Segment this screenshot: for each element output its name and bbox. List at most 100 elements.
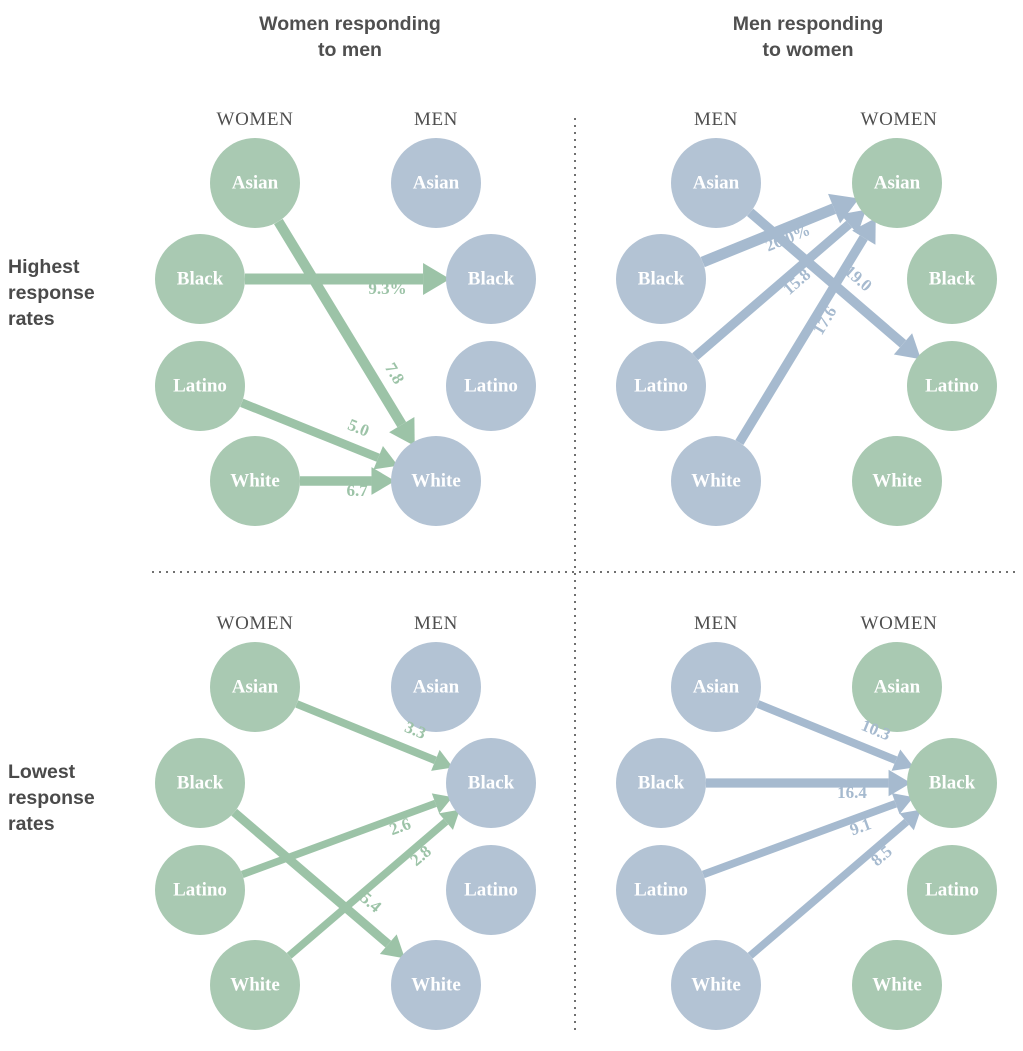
edge-shaft — [240, 799, 437, 878]
edge-shaft — [295, 700, 437, 764]
node-circle[interactable] — [907, 341, 997, 431]
node-circle[interactable] — [210, 436, 300, 526]
node-women-to-men-highest-sender-latino[interactable]: Latino — [155, 341, 245, 431]
node-label: Black — [468, 772, 515, 793]
edge-arrowhead — [888, 769, 911, 797]
node-men-to-women-lowest-sender-black[interactable]: Black — [616, 738, 706, 828]
edge-arrowhead — [840, 209, 866, 235]
node-women-to-men-lowest-sender-black[interactable]: Black — [155, 738, 245, 828]
node-men-to-women-lowest-receiver-asian[interactable]: Asian — [852, 642, 942, 732]
node-circle[interactable] — [391, 436, 481, 526]
edge-arrowhead — [431, 749, 454, 771]
row-label-highest-line2: response — [8, 282, 95, 304]
node-circle[interactable] — [391, 940, 481, 1030]
row-label-lowest-line1: Lowest — [8, 761, 76, 783]
edge-arrowhead — [893, 333, 921, 360]
node-men-to-women-lowest-sender-latino[interactable]: Latino — [616, 845, 706, 935]
node-circle[interactable] — [446, 845, 536, 935]
node-circle[interactable] — [907, 845, 997, 935]
node-circle[interactable] — [210, 138, 300, 228]
col-header-tl-right: MEN — [414, 109, 458, 130]
node-women-to-men-highest-sender-asian[interactable]: Asian — [210, 138, 300, 228]
node-circle[interactable] — [155, 341, 245, 431]
node-circle[interactable] — [852, 138, 942, 228]
node-label: White — [230, 470, 280, 491]
col-header-bl-right: MEN — [414, 613, 458, 634]
node-circle[interactable] — [210, 940, 300, 1030]
edge-value-label: 17.6 — [809, 303, 841, 338]
node-circle[interactable] — [671, 138, 761, 228]
node-circle[interactable] — [616, 341, 706, 431]
node-women-to-men-highest-receiver-latino[interactable]: Latino — [446, 341, 536, 431]
node-label: White — [872, 470, 922, 491]
node-circle[interactable] — [907, 234, 997, 324]
node-women-to-men-highest-receiver-asian[interactable]: Asian — [391, 138, 481, 228]
node-label: Latino — [173, 879, 227, 900]
node-circle[interactable] — [391, 642, 481, 732]
node-men-to-women-highest-sender-latino[interactable]: Latino — [616, 341, 706, 431]
node-label: Latino — [464, 879, 518, 900]
node-men-to-women-highest-sender-black[interactable]: Black — [616, 234, 706, 324]
panel-men-to-women-lowest — [701, 700, 921, 959]
node-circle[interactable] — [671, 436, 761, 526]
node-circle[interactable] — [446, 738, 536, 828]
node-circle[interactable] — [155, 234, 245, 324]
node-women-to-men-highest-sender-white[interactable]: White — [210, 436, 300, 526]
node-women-to-men-lowest-receiver-white[interactable]: White — [391, 940, 481, 1030]
node-men-to-women-lowest-receiver-latino[interactable]: Latino — [907, 845, 997, 935]
edge-value-label: 2.8 — [406, 842, 434, 870]
panel-title-right-line2: to women — [763, 39, 854, 61]
node-men-to-women-highest-receiver-black[interactable]: Black — [907, 234, 997, 324]
node-men-to-women-lowest-receiver-white[interactable]: White — [852, 940, 942, 1030]
node-circle[interactable] — [446, 341, 536, 431]
node-women-to-men-lowest-receiver-black[interactable]: Black — [446, 738, 536, 828]
node-circle[interactable] — [616, 234, 706, 324]
node-circle[interactable] — [155, 845, 245, 935]
node-circle[interactable] — [671, 940, 761, 1030]
node-women-to-men-highest-receiver-black[interactable]: Black — [446, 234, 536, 324]
edge-value-label: 16.4 — [837, 783, 867, 802]
node-circle[interactable] — [852, 940, 942, 1030]
node-circle[interactable] — [616, 845, 706, 935]
node-circle[interactable] — [907, 738, 997, 828]
node-women-to-men-lowest-receiver-latino[interactable]: Latino — [446, 845, 536, 935]
row-label-highest-line1: Highest — [8, 256, 80, 278]
node-label: Black — [177, 268, 224, 289]
node-men-to-women-lowest-sender-white[interactable]: White — [671, 940, 761, 1030]
node-women-to-men-lowest-sender-asian[interactable]: Asian — [210, 642, 300, 732]
node-circle[interactable] — [671, 642, 761, 732]
node-women-to-men-lowest-sender-latino[interactable]: Latino — [155, 845, 245, 935]
node-label: Asian — [693, 172, 740, 193]
edges-layer — [231, 193, 921, 959]
edge-shaft — [700, 203, 837, 268]
node-women-to-men-highest-sender-black[interactable]: Black — [155, 234, 245, 324]
node-men-to-women-highest-receiver-white[interactable]: White — [852, 436, 942, 526]
node-circle[interactable] — [852, 642, 942, 732]
node-men-to-women-highest-receiver-latino[interactable]: Latino — [907, 341, 997, 431]
node-label: Black — [929, 268, 976, 289]
edge-shaft — [240, 398, 380, 462]
node-women-to-men-highest-receiver-white[interactable]: White — [391, 436, 481, 526]
node-circle[interactable] — [616, 738, 706, 828]
node-circle[interactable] — [446, 234, 536, 324]
node-men-to-women-highest-receiver-asian[interactable]: Asian — [852, 138, 942, 228]
node-circle[interactable] — [210, 642, 300, 732]
row-label-lowest-line2: response — [8, 787, 95, 809]
node-men-to-women-highest-sender-asian[interactable]: Asian — [671, 138, 761, 228]
node-women-to-men-lowest-sender-white[interactable]: White — [210, 940, 300, 1030]
node-label: Asian — [232, 676, 279, 697]
node-women-to-men-lowest-receiver-asian[interactable]: Asian — [391, 642, 481, 732]
node-men-to-women-highest-sender-white[interactable]: White — [671, 436, 761, 526]
edge-value-label: 9.3% — [368, 279, 406, 298]
node-label: Asian — [874, 172, 921, 193]
node-circle[interactable] — [391, 138, 481, 228]
node-men-to-women-lowest-sender-asian[interactable]: Asian — [671, 642, 761, 732]
node-men-to-women-lowest-receiver-black[interactable]: Black — [907, 738, 997, 828]
node-circle[interactable] — [852, 436, 942, 526]
edge-value-label: 7.8 — [381, 359, 408, 387]
col-header-bl-left: WOMEN — [217, 613, 294, 634]
node-circle[interactable] — [155, 738, 245, 828]
